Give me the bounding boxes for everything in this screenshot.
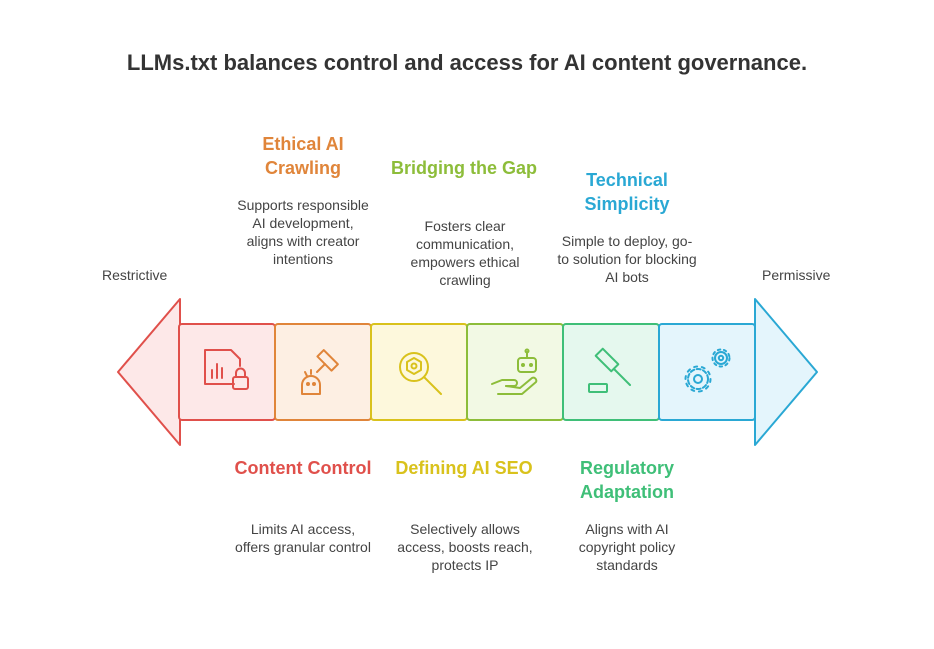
gavel-icon — [588, 347, 631, 393]
search-brain-icon — [399, 352, 442, 395]
ethical-ai-crawling-description: Supports responsible AI development, ali… — [237, 197, 369, 267]
bridging-the-gap-description: Fosters clear communication, empowers et… — [410, 218, 520, 288]
right-arrowhead — [754, 298, 818, 446]
defining-ai-seo-title: Defining AI SEO — [395, 458, 533, 478]
scale-right-label: Permissive — [762, 267, 831, 283]
segment-bridging-the-gap — [466, 323, 564, 421]
scale-left-label: Restrictive — [102, 267, 168, 283]
segment-ethical-ai-crawling — [274, 323, 372, 421]
locked-chart-icon — [204, 349, 249, 390]
segment-technical-simplicity — [658, 323, 756, 421]
page-title: LLMs.txt balances control and access for… — [126, 50, 808, 75]
left-arrowhead — [117, 298, 181, 446]
regulatory-adaptation-title: Regulatory Adaptation — [579, 458, 675, 502]
ethical-ai-crawling-title: Ethical AI Crawling — [262, 134, 344, 178]
segment-content-control — [178, 323, 276, 421]
technical-simplicity-title: Technical Simplicity — [584, 170, 670, 214]
content-control-description: Limits AI access, offers granular contro… — [235, 521, 371, 555]
content-control-title: Content Control — [234, 458, 372, 478]
technical-simplicity-description: Simple to deploy, go-to solution for blo… — [557, 233, 697, 285]
gears-icon — [684, 348, 731, 393]
bridging-the-gap-title: Bridging the Gap — [391, 158, 537, 178]
hand-robot-icon — [491, 348, 538, 395]
regulatory-adaptation-description: Aligns with AI copyright policy standard… — [578, 521, 676, 573]
gavel-robot-icon — [301, 349, 339, 395]
defining-ai-seo-description: Selectively allows access, boosts reach,… — [397, 521, 533, 573]
